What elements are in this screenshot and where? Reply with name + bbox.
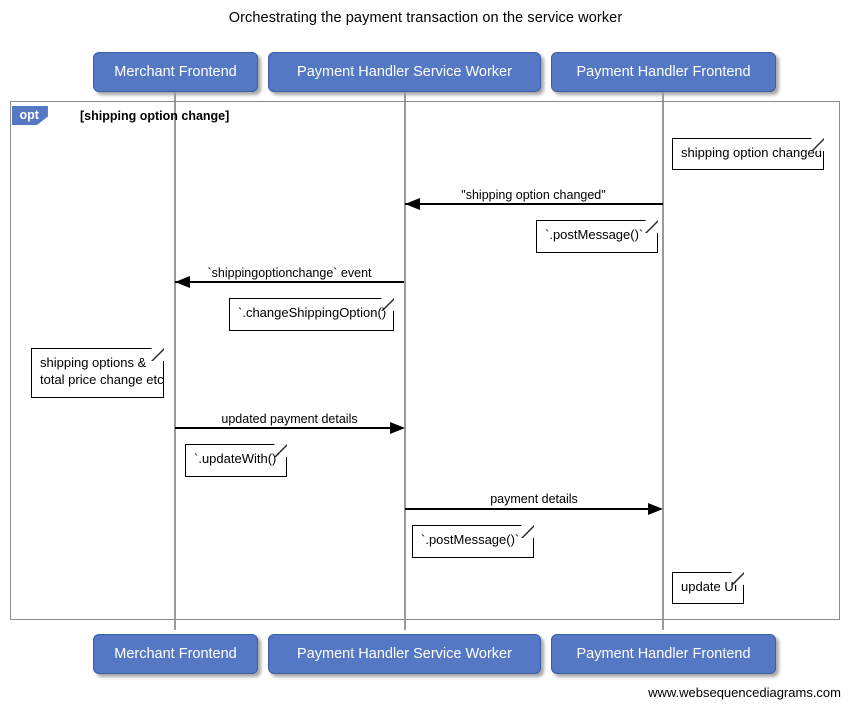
message-line-shipping-option-changed bbox=[405, 203, 663, 205]
arrow-head-left-icon bbox=[405, 198, 420, 210]
fragment-opt-tag: opt bbox=[12, 106, 48, 125]
message-line-updated-payment-details bbox=[175, 427, 390, 429]
note-shipping-options-total-price: shipping options & total price change et… bbox=[31, 348, 164, 398]
note-fold-icon bbox=[645, 220, 658, 233]
note-fold-icon bbox=[274, 444, 287, 457]
note-shipping-option-changed: shipping option changed bbox=[672, 138, 824, 170]
participant-bottom-payment-handler-frontend[interactable]: Payment Handler Frontend bbox=[551, 634, 776, 674]
participant-bottom-payment-handler-service-worker[interactable]: Payment Handler Service Worker bbox=[268, 634, 541, 674]
note-post-message-2: `.postMessage()` bbox=[412, 525, 534, 558]
note-fold-icon bbox=[731, 572, 744, 585]
message-label-shipping-option-changed: "shipping option changed" bbox=[461, 188, 606, 202]
participant-top-payment-handler-frontend[interactable]: Payment Handler Frontend bbox=[551, 52, 776, 92]
arrow-head-right-icon bbox=[648, 503, 663, 515]
arrow-head-left-icon bbox=[175, 276, 190, 288]
participant-bottom-merchant-frontend[interactable]: Merchant Frontend bbox=[93, 634, 258, 674]
lifeline-merchant-frontend bbox=[174, 92, 176, 630]
note-update-with: `.updateWith()` bbox=[185, 444, 287, 477]
note-fold-icon bbox=[521, 525, 534, 538]
fragment-opt-guard: [shipping option change] bbox=[80, 109, 230, 123]
note-fold-icon bbox=[151, 348, 164, 361]
note-change-shipping-option: `.changeShippingOption()` bbox=[229, 298, 394, 331]
page-title: Orchestrating the payment transaction on… bbox=[228, 10, 623, 26]
message-label-payment-details: payment details bbox=[490, 492, 578, 506]
lifeline-payment-handler-frontend bbox=[662, 92, 664, 630]
message-line-payment-details bbox=[405, 508, 649, 510]
arrow-head-right-icon bbox=[390, 422, 405, 434]
fragment-opt-frame bbox=[10, 101, 840, 620]
note-post-message-1: `.postMessage()` bbox=[536, 220, 658, 253]
participant-top-payment-handler-service-worker[interactable]: Payment Handler Service Worker bbox=[268, 52, 541, 92]
message-label-updated-payment-details: updated payment details bbox=[221, 412, 358, 426]
note-fold-icon bbox=[811, 138, 824, 151]
message-label-shippingoptionchange-event: `shippingoptionchange` event bbox=[207, 266, 372, 280]
note-fold-icon bbox=[381, 298, 394, 311]
lifeline-payment-handler-service-worker bbox=[404, 92, 406, 630]
footer-attribution: www.websequencediagrams.com bbox=[648, 685, 841, 700]
participant-top-merchant-frontend[interactable]: Merchant Frontend bbox=[93, 52, 258, 92]
message-line-shippingoptionchange-event bbox=[175, 281, 404, 283]
